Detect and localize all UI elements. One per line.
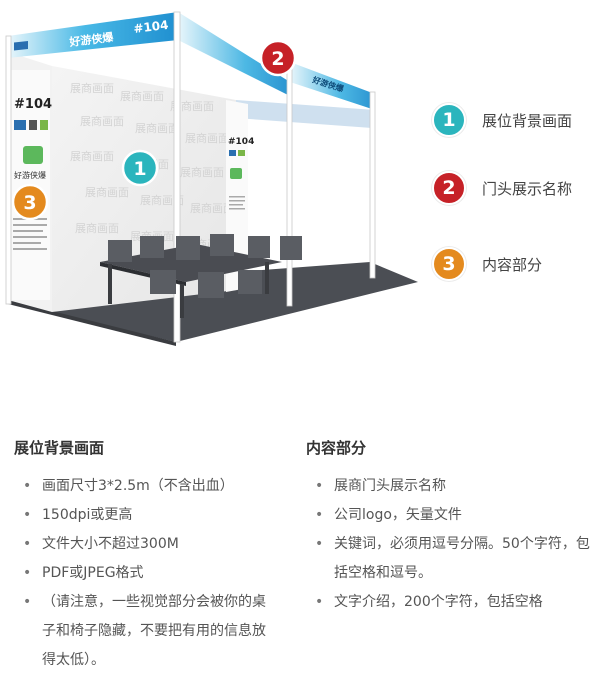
svg-text:展商画面: 展商画面 — [70, 81, 114, 95]
legend-label-1: 展位背景画面 — [482, 111, 573, 130]
list-item: 公司logo，矢量文件 — [306, 501, 590, 530]
marker-1: 1 — [121, 149, 159, 187]
svg-text:展商画面: 展商画面 — [190, 201, 234, 215]
booth-illustration: 展商画面 展商画面 展商画面 展商画面 展商画面 展商画面 展商画面 展商画面 … — [5, 11, 418, 346]
content-spec-list: 展商门头展示名称 公司logo，矢量文件 关键词，必须用逗号分隔。50个字符，包… — [306, 472, 590, 617]
content-spec-section: 内容部分 展商门头展示名称 公司logo，矢量文件 关键词，必须用逗号分隔。50… — [306, 436, 590, 617]
legend-badge-3: 3 — [432, 247, 466, 281]
legend-badge-2: 2 — [432, 171, 466, 205]
right-panel-number: #104 — [228, 137, 254, 147]
right-fascia — [290, 62, 375, 110]
svg-text:1: 1 — [133, 158, 146, 180]
list-item: 文件大小不超过300M — [14, 530, 276, 559]
booth-ceiling — [236, 100, 375, 128]
svg-text:展商画面: 展商画面 — [85, 185, 129, 199]
list-item: 画面尺寸3*2.5m（不含出血） — [14, 472, 276, 501]
front-fascia — [8, 12, 178, 58]
svg-text:展商画面: 展商画面 — [80, 114, 124, 128]
svg-text:展商画面: 展商画面 — [70, 149, 114, 163]
content-spec-title: 内容部分 — [306, 439, 367, 457]
legend-badge-1: 1 — [432, 103, 466, 137]
legend-label-3: 内容部分 — [482, 255, 543, 274]
legend-item-3: 3 内容部分 — [432, 246, 542, 282]
list-item: 文字介绍，200个字符，包括空格 — [306, 588, 590, 617]
list-item: 150dpi或更高 — [14, 501, 276, 530]
marker-3: 3 — [11, 183, 49, 221]
legend-label-2: 门头展示名称 — [482, 179, 573, 198]
svg-text:展商画面: 展商画面 — [120, 89, 164, 103]
svg-text:2: 2 — [271, 48, 284, 70]
front-fascia-number: #104 — [133, 18, 170, 36]
legend-item-2: 2 门头展示名称 — [432, 170, 572, 206]
left-panel-number: #104 — [14, 97, 52, 112]
svg-text:展商画面: 展商画面 — [170, 99, 214, 113]
svg-text:3: 3 — [23, 192, 36, 214]
svg-text:展商画面: 展商画面 — [135, 121, 179, 135]
background-spec-list: 画面尺寸3*2.5m（不含出血） 150dpi或更高 文件大小不超过300M P… — [14, 472, 276, 675]
side-fascia — [178, 12, 290, 96]
marker-2: 2 — [259, 39, 297, 77]
list-item: 关键词，必须用逗号分隔。50个字符，包括空格和逗号。 — [306, 530, 590, 588]
background-spec-title: 展位背景画面 — [14, 439, 105, 457]
left-panel-brand: 好游侠爆 — [14, 170, 46, 180]
svg-text:展商画面: 展商画面 — [75, 221, 119, 235]
front-fascia-slogan: 好游侠爆 — [68, 30, 115, 50]
legend-item-1: 1 展位背景画面 — [432, 102, 572, 138]
furniture — [100, 234, 302, 318]
list-item: PDF或JPEG格式 — [14, 559, 276, 588]
list-item: （请注意，一些视觉部分会被你的桌子和椅子隐藏，不要把有用的信息放得太低）。 — [14, 588, 276, 675]
booth-frame-posts — [5, 11, 376, 343]
svg-text:展商画面: 展商画面 — [180, 165, 224, 179]
list-item: 展商门头展示名称 — [306, 472, 590, 501]
background-spec-section: 展位背景画面 画面尺寸3*2.5m（不含出血） 150dpi或更高 文件大小不超… — [14, 436, 276, 675]
svg-text:展商画面: 展商画面 — [185, 131, 229, 145]
svg-text:展商画面: 展商画面 — [140, 193, 184, 207]
